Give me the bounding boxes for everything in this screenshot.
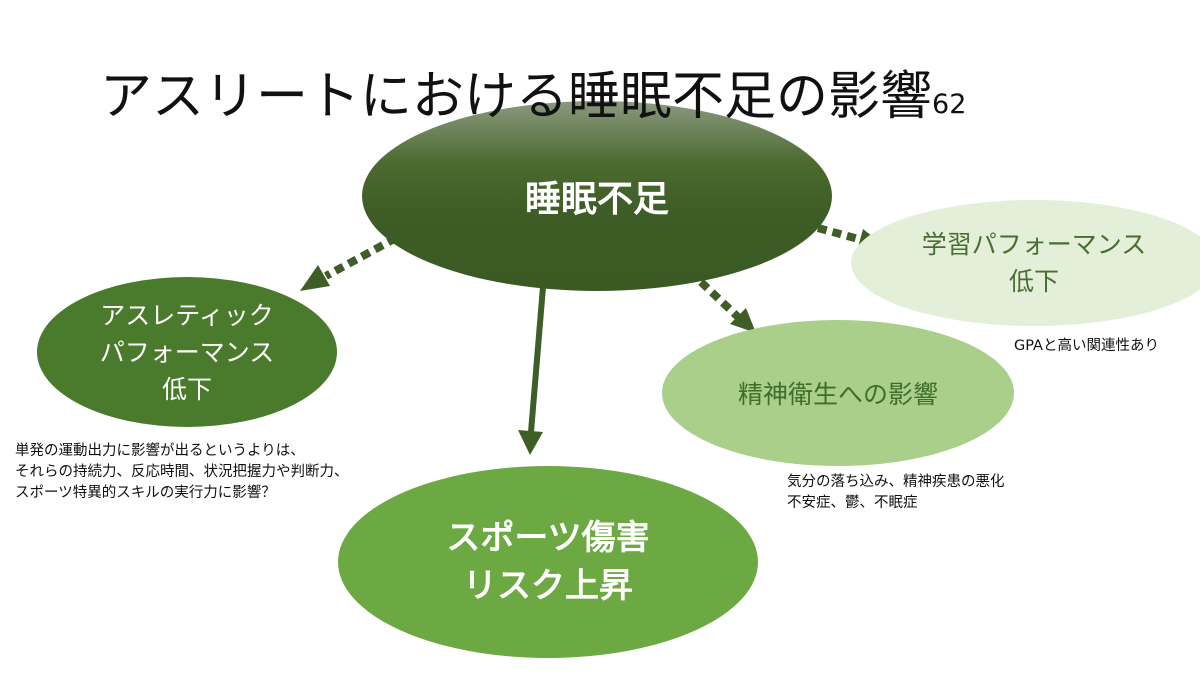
edge-sleep-to-mental xyxy=(698,279,756,333)
note-academic-line-1: GPAと高い関連性あり xyxy=(1014,338,1159,354)
title-reference-number: 62 xyxy=(932,89,967,120)
node-academic-line-1: 学習パフォーマンス xyxy=(921,230,1147,259)
edge-sleep-to-injury xyxy=(518,286,546,455)
node-sleep-deprivation-label: 睡眠不足 xyxy=(524,179,669,220)
node-athletic-performance: アスレティック パフォーマンス 低下 xyxy=(37,277,337,427)
note-academic: GPAと高い関連性あり xyxy=(1014,336,1159,357)
slide-title-text: アスリートにおける睡眠不足の影響 xyxy=(100,67,933,127)
note-mental: 気分の落ち込み、精神疾患の悪化 不安症、鬱、不眠症 xyxy=(787,472,1005,514)
node-mental-health-label: 精神衛生への影響 xyxy=(737,380,938,409)
node-athletic-line-3: 低下 xyxy=(161,374,212,404)
node-athletic-line-2: パフォーマンス xyxy=(99,337,275,367)
note-mental-line-1: 気分の落ち込み、精神疾患の悪化 xyxy=(787,474,1005,490)
note-athletic-line-2: それらの持続力、反応時間、状況把握力や判断力、 xyxy=(15,464,349,480)
note-athletic-line-3: スポーツ特異的スキルの実行力に影響？ xyxy=(15,485,276,501)
node-sleep-deprivation: 睡眠不足 xyxy=(362,101,832,291)
node-mental-health: 精神衛生への影響 xyxy=(662,320,1014,466)
node-sports-injury-risk: スポーツ傷害 リスク上昇 xyxy=(338,466,758,658)
note-athletic-line-1: 単発の運動出力に影響が出るというよりは、 xyxy=(15,443,305,459)
node-injury-line-2: リスク上昇 xyxy=(462,566,633,606)
edge-sleep-to-athletic xyxy=(300,234,398,291)
node-injury-line-1: スポーツ傷害 xyxy=(446,518,650,558)
node-athletic-line-1: アスレティック xyxy=(100,300,274,330)
node-academic-performance: 学習パフォーマンス 低下 xyxy=(851,200,1200,326)
slide-title: アスリートにおける睡眠不足の影響62 xyxy=(100,66,966,128)
note-mental-line-2: 不安症、鬱、不眠症 xyxy=(787,495,918,511)
note-athletic: 単発の運動出力に影響が出るというよりは、 それらの持続力、反応時間、状況把握力や… xyxy=(15,441,349,504)
node-academic-line-2: 低下 xyxy=(1008,267,1059,296)
